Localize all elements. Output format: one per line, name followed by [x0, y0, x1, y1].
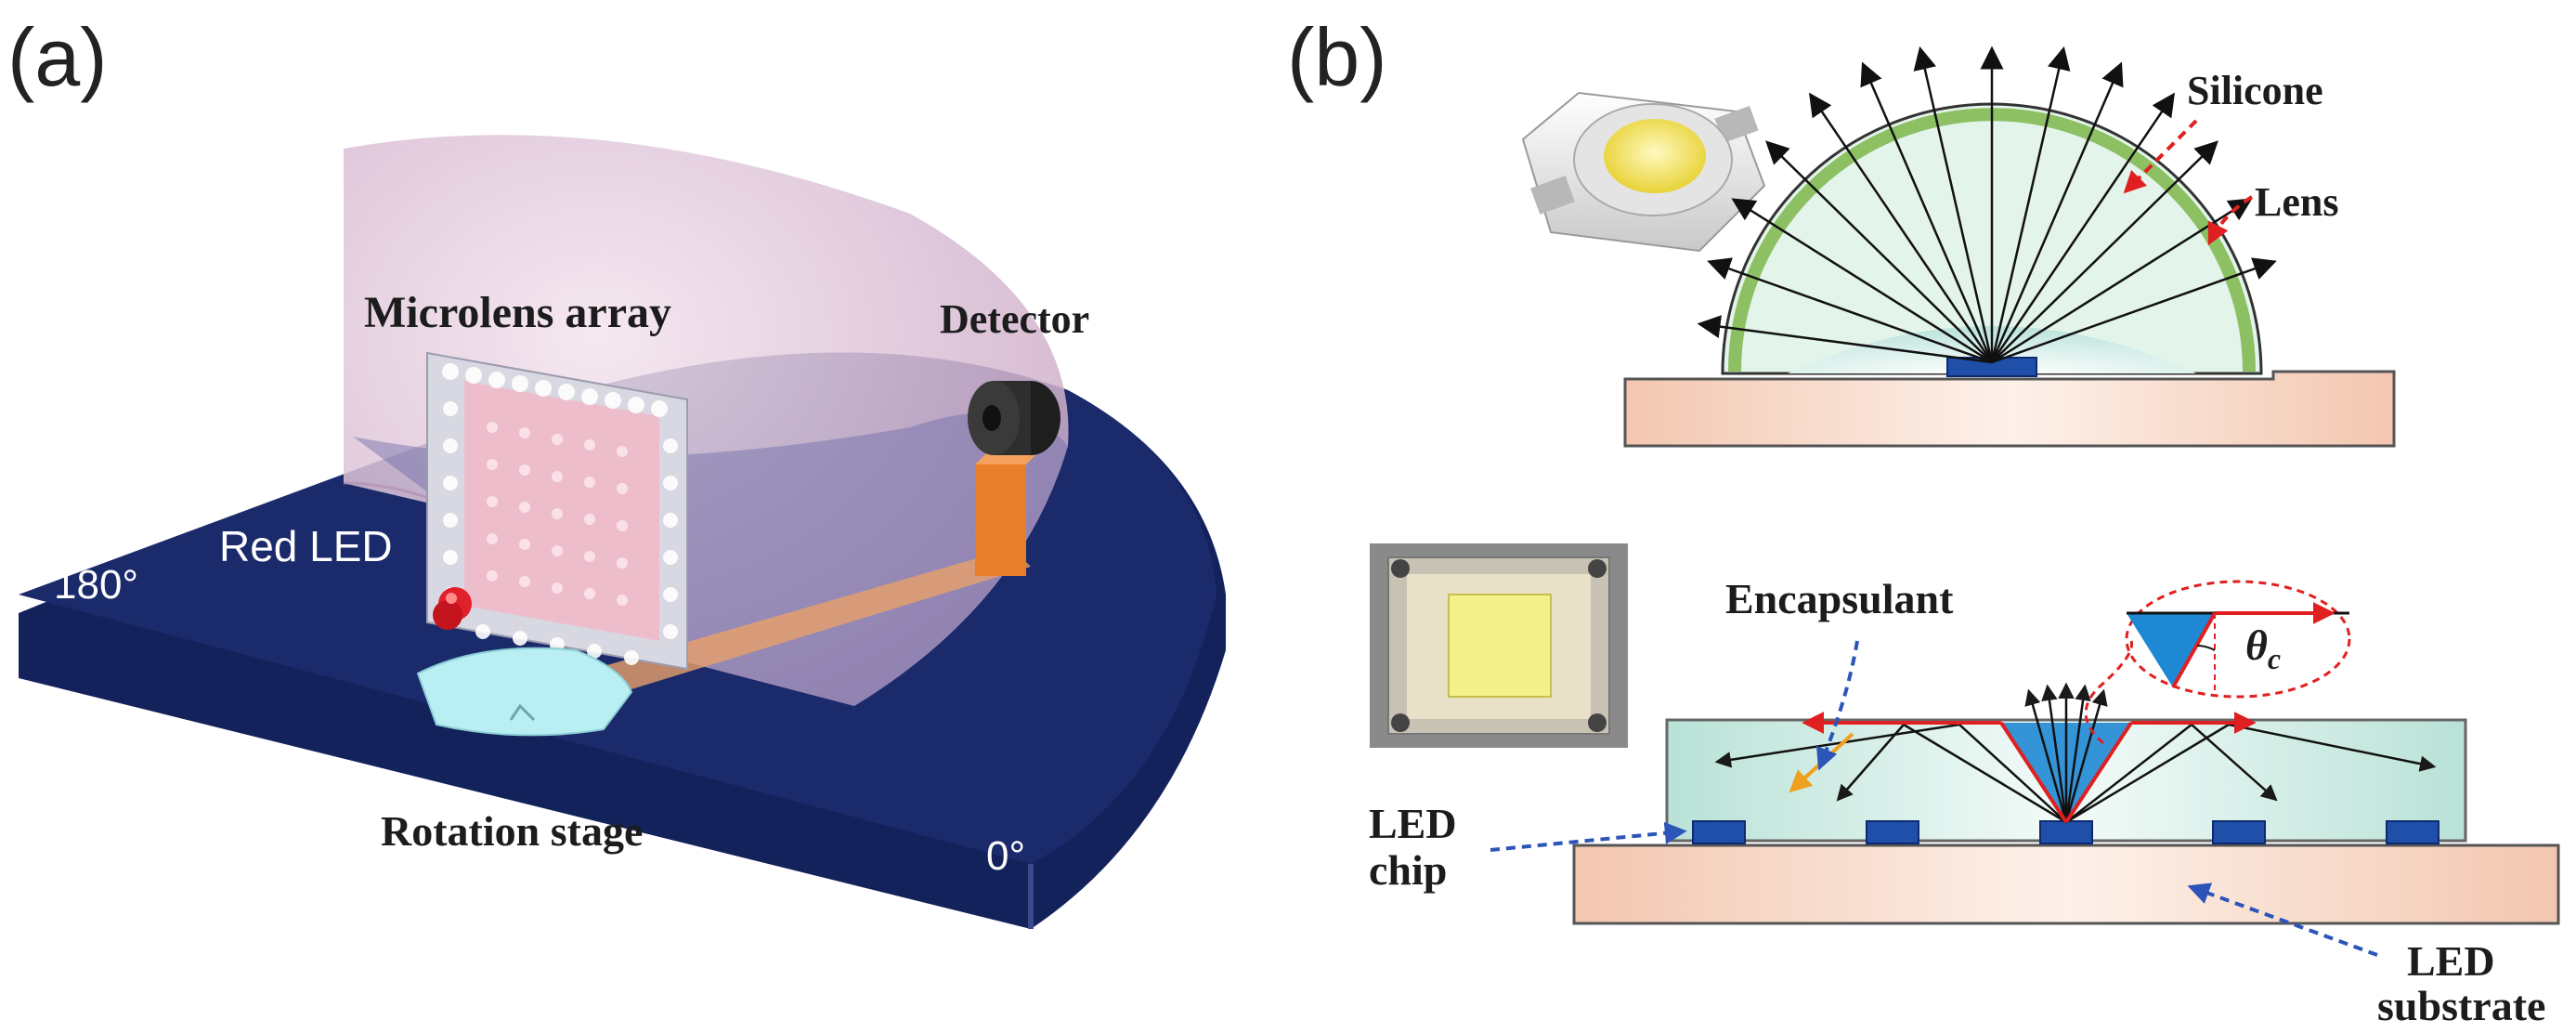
bottom-led-chips	[1692, 820, 2439, 844]
label-led-chip-line2: chip	[1369, 846, 1447, 894]
silicone-leader	[2123, 119, 2198, 194]
label-led-chip-line1: LED	[1369, 800, 1457, 847]
label-microlens-array: Microlens array	[364, 288, 671, 337]
label-lens: Lens	[2255, 179, 2338, 225]
led-chip-leader	[1490, 821, 1687, 852]
label-angle-0: 0°	[986, 833, 1025, 879]
label-critical-angle: θc	[2245, 621, 2281, 675]
red-led-icon	[433, 587, 472, 630]
label-encapsulant: Encapsulant	[1725, 575, 1954, 622]
measurement-dome	[344, 135, 1069, 706]
label-led-substrate-line2: substrate	[2377, 982, 2545, 1029]
bottom-led-substrate	[1572, 843, 2560, 925]
label-red-led: Red LED	[219, 522, 393, 570]
led-substrate-leader	[2187, 883, 2378, 957]
microlens-grid-inner	[487, 422, 628, 606]
label-angle-180: 180°	[54, 562, 138, 608]
high-power-led-photo	[1521, 91, 1766, 253]
panel-a-tag: (a)	[7, 11, 108, 103]
encapsulant-leader	[1815, 640, 1859, 771]
top-ray-fan	[1697, 46, 2277, 364]
label-rotation-stage: Rotation stage	[381, 807, 643, 855]
top-led-substrate	[1623, 370, 2396, 448]
rotation-stage-mount	[416, 647, 633, 737]
panel-b: (b)	[1287, 11, 2560, 1029]
panel-b-tag: (b)	[1287, 11, 1387, 103]
inset-connector	[2084, 640, 2134, 745]
label-detector: Detector	[940, 296, 1089, 342]
panel-a: (a)	[7, 11, 1226, 929]
cob-led-photo	[1370, 543, 1628, 748]
lens-leader	[2207, 195, 2254, 246]
detector-icon	[968, 381, 1060, 455]
label-silicone: Silicone	[2187, 68, 2323, 113]
detector-post	[975, 464, 1026, 576]
label-led-substrate-line1: LED	[2407, 937, 2495, 985]
detector-arm-beam	[594, 548, 1031, 692]
critical-angle-inset	[2125, 580, 2351, 699]
stage-mount-notch	[509, 703, 536, 722]
total-internal-reflection-rays	[1802, 712, 2257, 824]
